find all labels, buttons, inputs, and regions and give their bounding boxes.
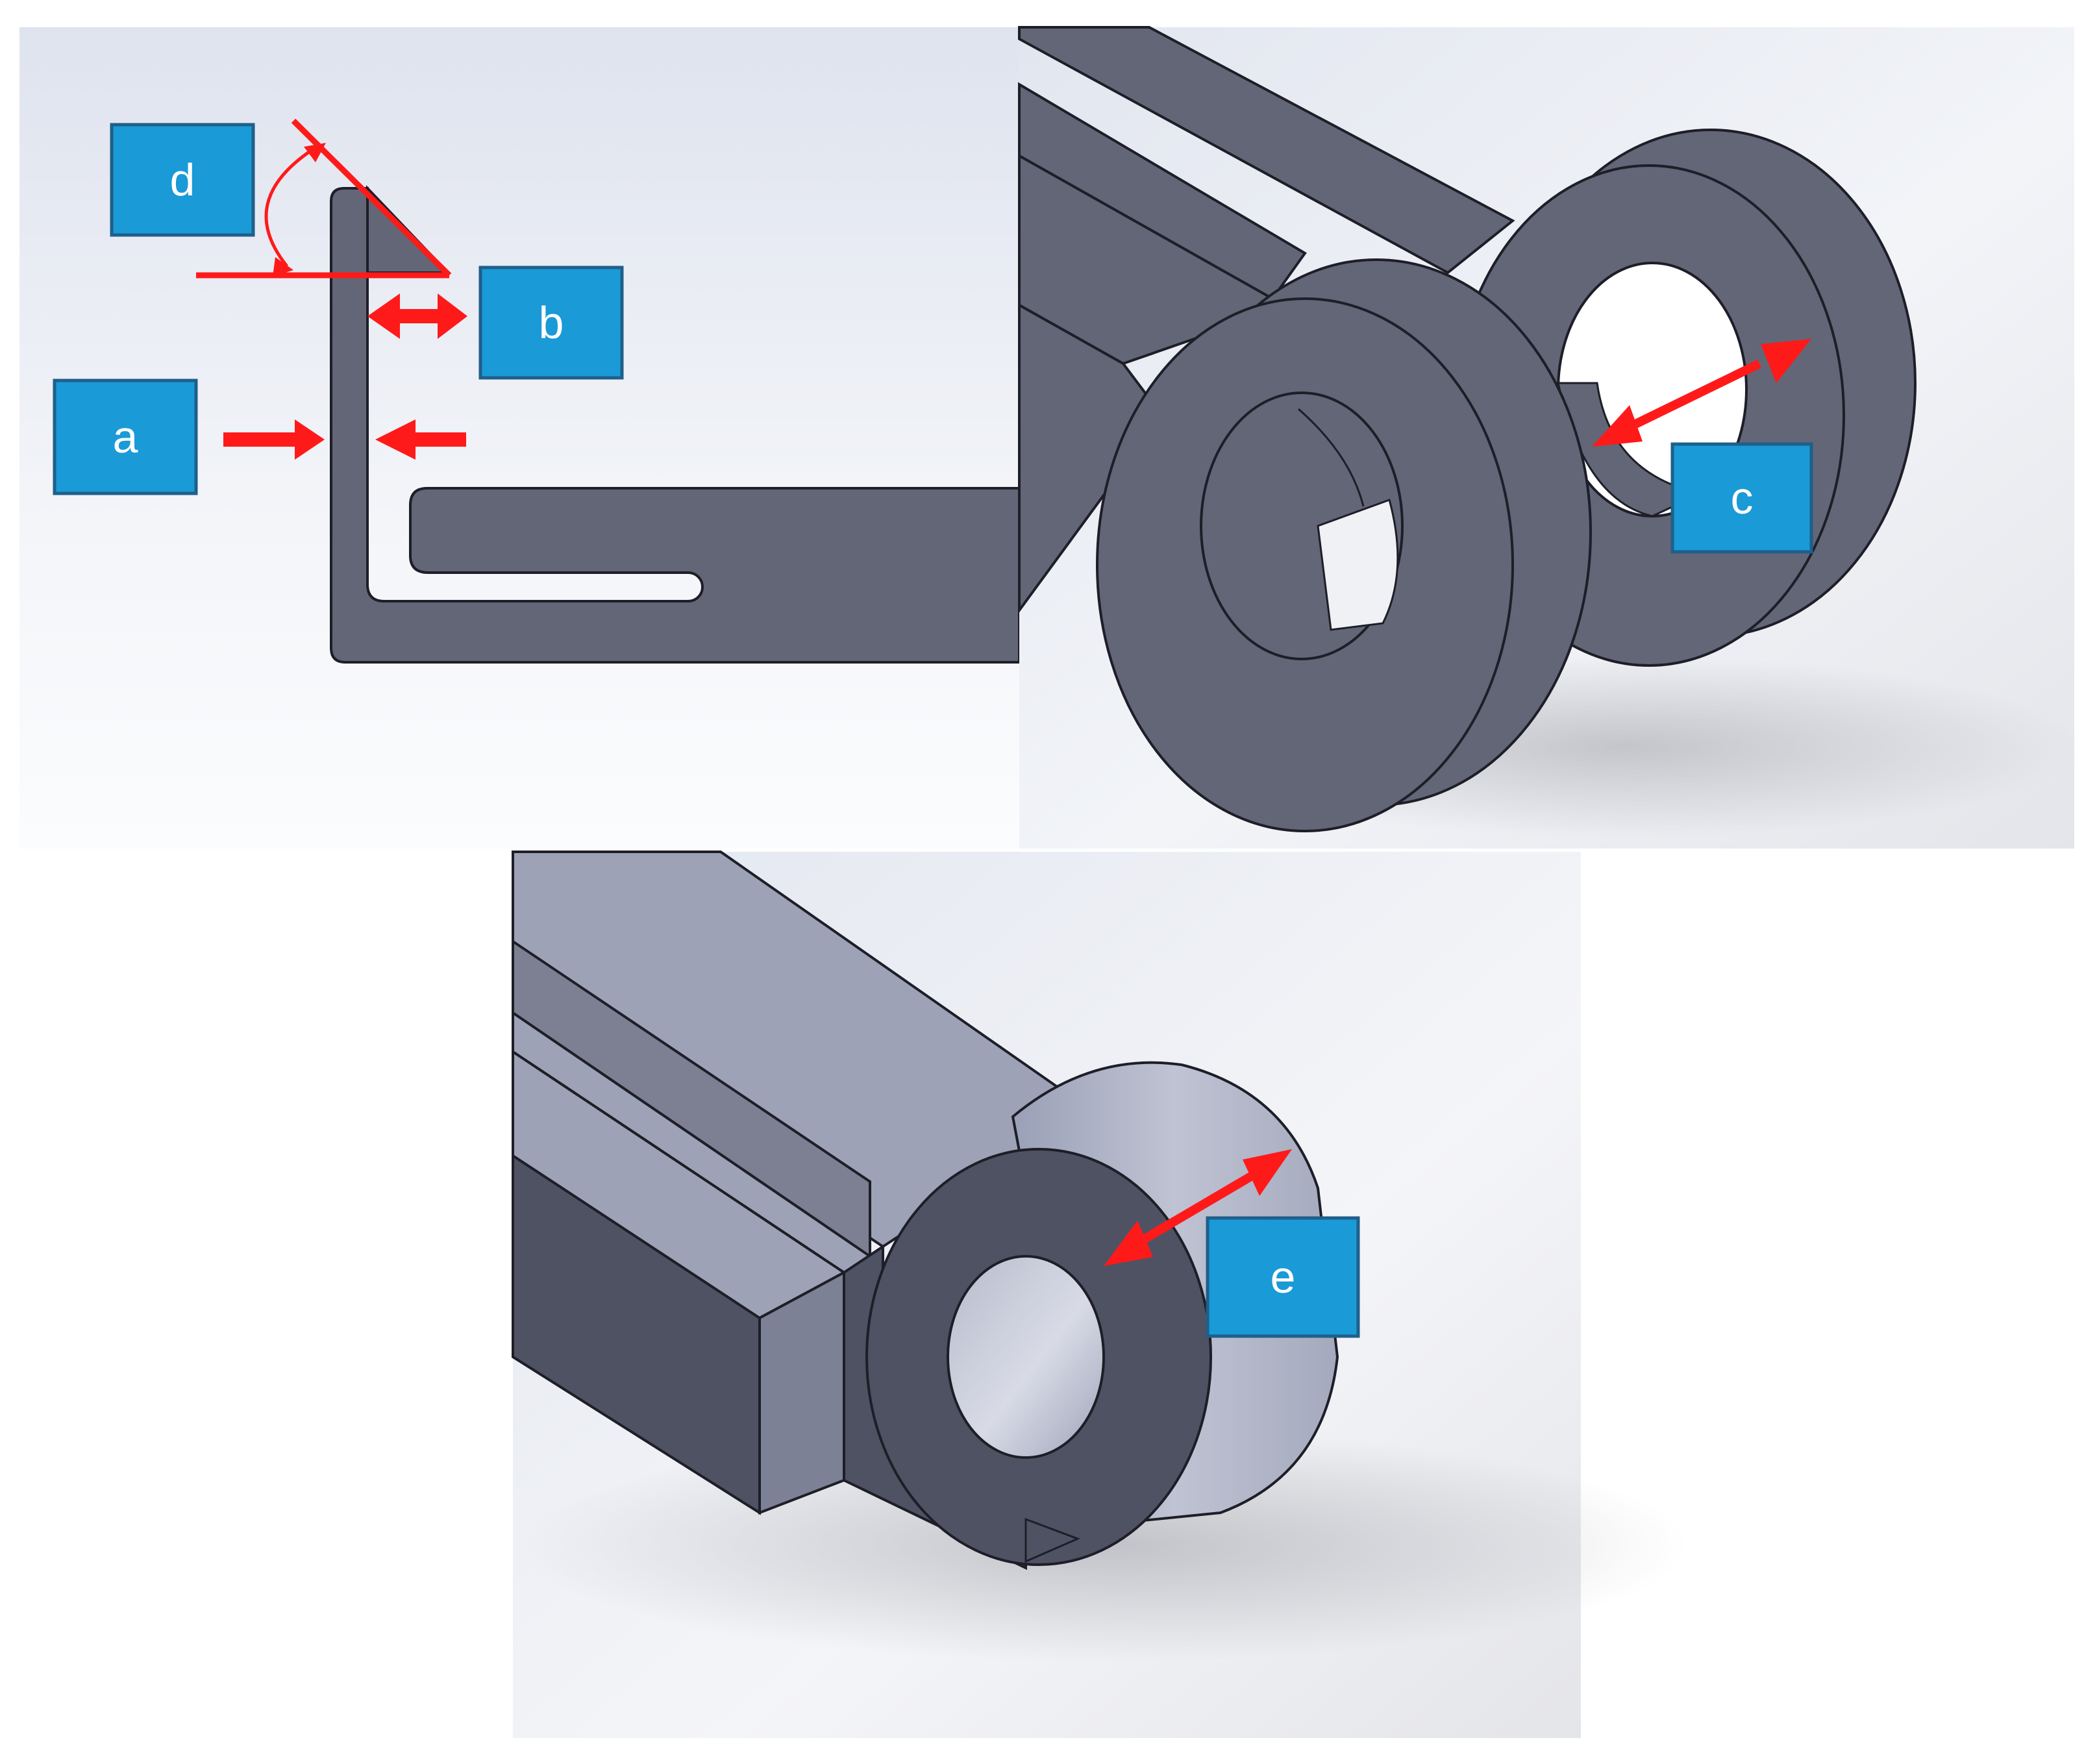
angle-d-arc-arrow: [264, 147, 314, 267]
lug-notch: [1024, 1517, 1080, 1563]
label-c: c: [1670, 442, 1813, 554]
panel-bottom: [512, 851, 1688, 1738]
front-eye: [1096, 258, 1592, 832]
label-d: d: [110, 123, 255, 237]
label-e-text: e: [1271, 1252, 1296, 1302]
label-b: b: [478, 266, 624, 380]
dimension-a-arrows: [223, 419, 466, 460]
dimension-c-arrow: [1592, 339, 1811, 447]
panel-top-right: [1018, 26, 2078, 849]
profile-l-shape: [330, 187, 1021, 664]
label-b-text: b: [539, 297, 564, 348]
lug-bore: [947, 1255, 1105, 1459]
angle-d-arrowhead-bottom: [273, 257, 293, 277]
arm-back: [1018, 26, 1515, 275]
dimension-e-arrow: [1104, 1149, 1292, 1266]
dimension-b-arrow: [367, 293, 467, 339]
label-e: e: [1206, 1216, 1360, 1338]
angle-d-arrowhead-top: [304, 143, 326, 162]
label-a-text: a: [113, 412, 138, 462]
label-d-text: d: [170, 155, 195, 205]
label-a: a: [53, 379, 198, 495]
label-c-text: c: [1731, 473, 1754, 523]
